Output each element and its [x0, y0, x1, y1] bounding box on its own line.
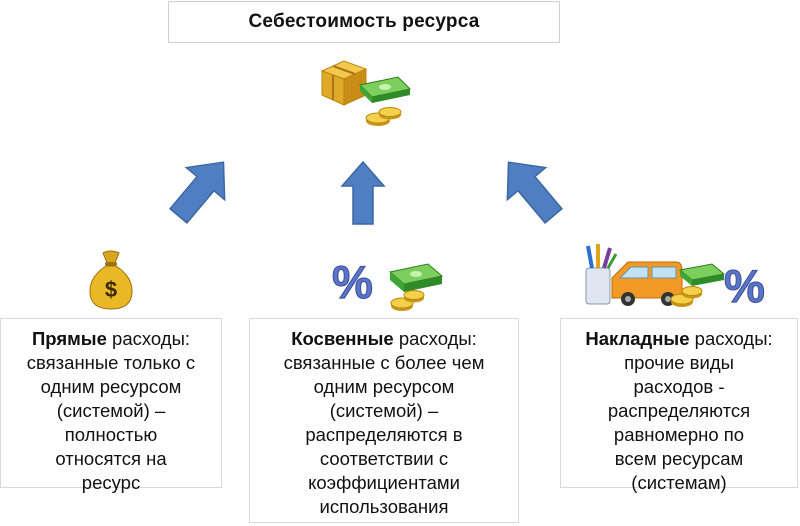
- card-line: распределяются: [607, 400, 751, 421]
- svg-text:%: %: [332, 256, 373, 308]
- card-line: ресурс: [81, 472, 141, 493]
- svg-text:%: %: [724, 260, 765, 312]
- arrow-middle: [340, 160, 386, 226]
- left-icon-group: $: [86, 249, 136, 311]
- card-line: коэффициентами: [308, 472, 460, 493]
- top-icon-group: [318, 55, 414, 131]
- card-line: прочие виды: [624, 352, 734, 373]
- percent-icon: %: [724, 260, 766, 313]
- percent-icon: %: [332, 256, 374, 309]
- arrow-right: [498, 152, 564, 226]
- indirect-costs-card: Косвенные расходы: связанные с более чем…: [249, 318, 519, 523]
- card-line: расходов -: [633, 376, 725, 397]
- card-heading: Косвенные расходы:: [250, 327, 518, 351]
- page-title: Себестоимость ресурса: [248, 11, 480, 32]
- card-heading-rest: расходы:: [689, 328, 773, 349]
- card-heading-rest: расходы:: [106, 328, 191, 349]
- card-line: (системой) –: [56, 400, 166, 421]
- svg-text:$: $: [105, 277, 117, 302]
- card-line: (системам): [631, 472, 727, 493]
- card-line: (системой) –: [329, 400, 439, 421]
- arrow-up-left-icon: [506, 161, 563, 224]
- arrow-left: [168, 152, 234, 226]
- card-line: соответствии с: [319, 448, 449, 469]
- money-stack-icon: [358, 76, 412, 103]
- card-heading-bold: Накладные: [585, 328, 690, 349]
- card-line: одним ресурсом: [40, 376, 182, 397]
- money-bag-icon: $: [89, 250, 133, 310]
- card-line: связанные с более чем: [283, 352, 485, 373]
- money-stack-icon: [388, 263, 444, 292]
- card-line: связанные только с: [26, 352, 196, 373]
- card-line: использования: [319, 496, 449, 517]
- card-heading-rest: расходы:: [393, 328, 477, 349]
- card-heading-bold: Прямые: [31, 328, 107, 349]
- box-icon: [320, 60, 368, 106]
- card-line: полностью: [64, 424, 158, 445]
- card-line: равномерно по: [613, 424, 745, 445]
- overhead-costs-card: Накладные расходы: прочие виды расходов …: [560, 318, 798, 493]
- van-icon: [611, 261, 683, 306]
- card-heading-bold: Косвенные: [291, 328, 394, 349]
- card-line: относятся на: [55, 448, 167, 469]
- money-stack-icon: [678, 263, 726, 286]
- pencil-cup-icon: [585, 244, 618, 305]
- arrow-up-icon: [340, 160, 386, 225]
- card-line: одним ресурсом: [313, 376, 455, 397]
- card-heading: Накладные расходы:: [561, 327, 797, 351]
- title-box: Себестоимость ресурса: [168, 1, 560, 43]
- card-line: всем ресурсам: [614, 448, 744, 469]
- card-line: распределяются в: [305, 424, 463, 445]
- coins-icon: [670, 286, 703, 307]
- coins-icon: [390, 290, 425, 311]
- coins-icon: [365, 107, 402, 126]
- direct-costs-card: Прямые расходы: связанные только с одним…: [0, 318, 222, 493]
- arrow-up-right-icon: [169, 161, 226, 224]
- card-heading: Прямые расходы:: [1, 327, 221, 351]
- right-icon-group: %: [584, 240, 784, 314]
- middle-icon-group: %: [330, 254, 446, 314]
